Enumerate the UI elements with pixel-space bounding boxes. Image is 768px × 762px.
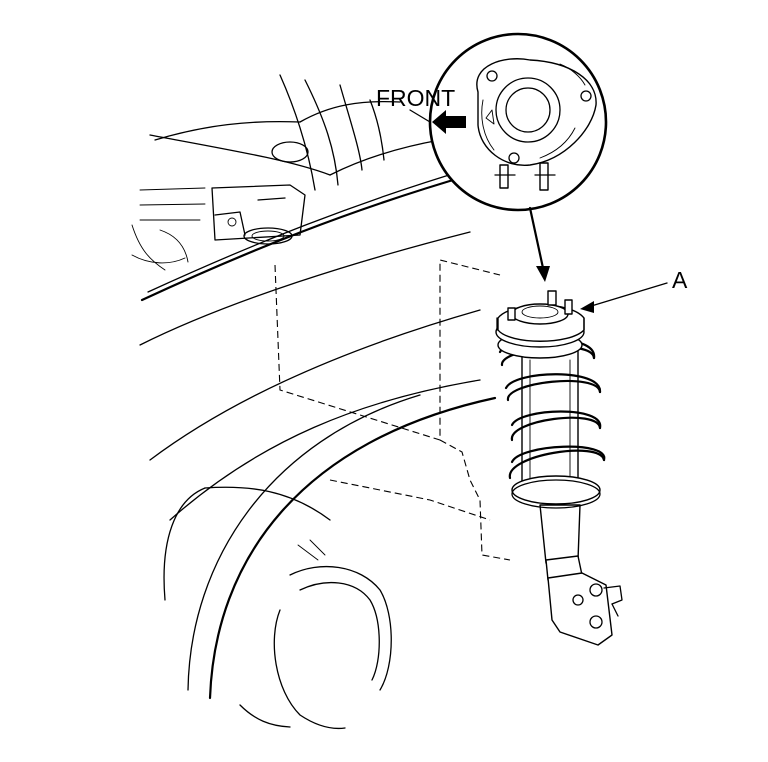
knuckle-bracket — [547, 572, 613, 646]
strut-tube — [539, 504, 581, 564]
apron-hole — [271, 141, 309, 163]
part-a-label: A — [672, 267, 688, 293]
bracket-bolt-hole — [589, 583, 603, 597]
detail-connector-line — [528, 206, 545, 270]
detail-view — [428, 32, 608, 212]
detail-bearing-outer — [495, 77, 561, 143]
strut-mount — [496, 290, 585, 342]
front-label: FRONT — [376, 85, 455, 111]
detail-connector-arrowhead — [536, 266, 550, 282]
annotations — [409, 109, 668, 313]
front-direction-arrow — [432, 110, 466, 134]
detail-front-mark — [485, 109, 495, 125]
detail-bearing-inner — [505, 87, 551, 133]
strut-assembly — [495, 290, 623, 646]
strut-tower-hole — [243, 227, 293, 245]
lower-spring-seat — [511, 475, 601, 505]
part-a-leader — [587, 282, 668, 308]
bracket-bolt-hole — [589, 615, 603, 629]
coil-spring — [498, 337, 606, 480]
vehicle-body — [131, 74, 511, 730]
